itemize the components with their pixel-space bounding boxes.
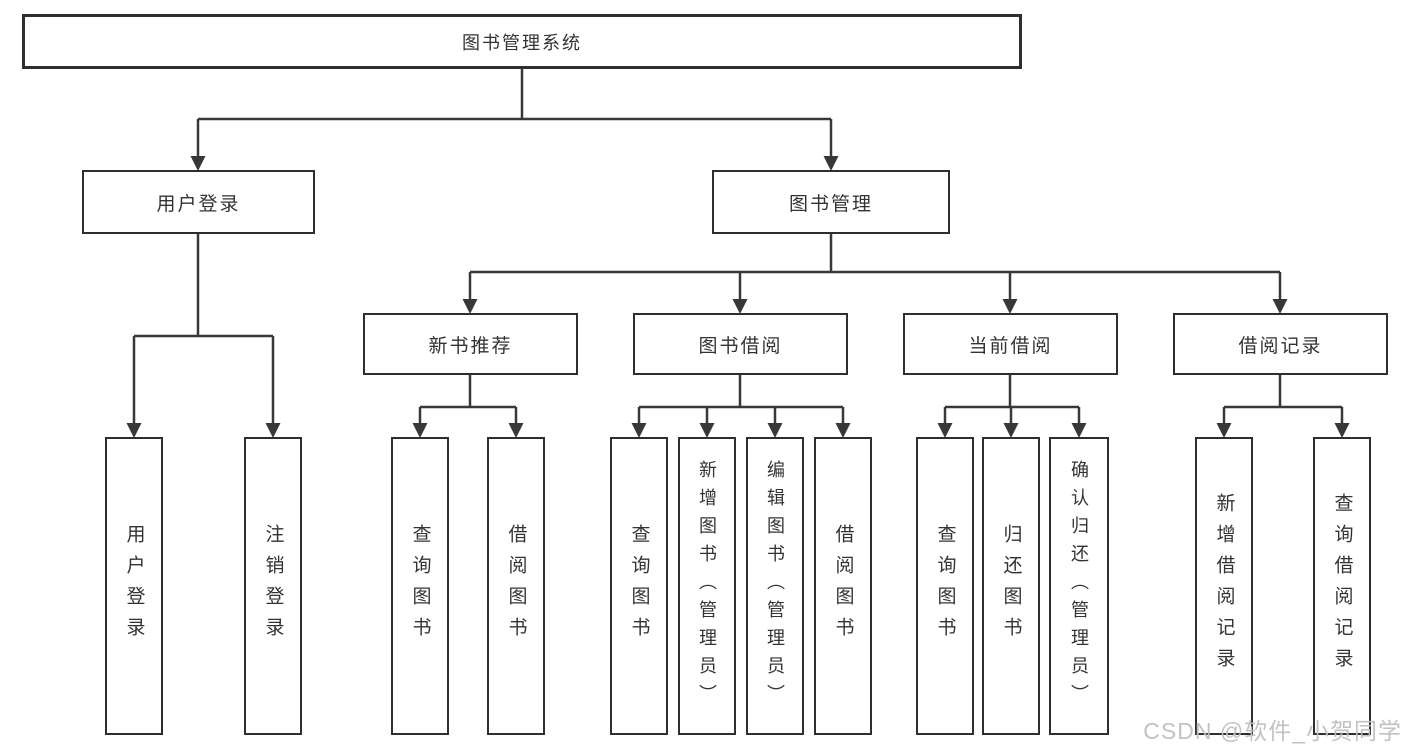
leaf-logout-label: 注销登录 (262, 524, 284, 648)
leaf-return-books: 归还图书 (982, 437, 1040, 735)
node-borrowing-records: 借阅记录 (1173, 313, 1388, 375)
node-library-management-system: 图书管理系统 (22, 14, 1022, 69)
leaf-query-books-recommend-label: 查询图书 (409, 524, 431, 648)
leaf-borrow-books-recommend-label: 借阅图书 (505, 524, 527, 648)
leaf-query-borrow-record: 查询借阅记录 (1313, 437, 1371, 735)
leaf-confirm-return-admin-label: 确认归还（管理员） (1069, 460, 1089, 712)
leaf-edit-books-admin-label: 编辑图书（管理员） (765, 460, 785, 712)
leaf-query-borrow-record-label: 查询借阅记录 (1331, 493, 1353, 679)
node-new-book-recommendation: 新书推荐 (363, 313, 578, 375)
node-book-borrowing: 图书借阅 (633, 313, 848, 375)
leaf-query-books-current-label: 查询图书 (934, 524, 956, 648)
leaf-borrow-books-borrow-label: 借阅图书 (832, 524, 854, 648)
leaf-user-login-label: 用户登录 (123, 524, 145, 648)
leaf-logout: 注销登录 (244, 437, 302, 735)
node-user-login: 用户登录 (82, 170, 315, 234)
leaf-query-books-borrow: 查询图书 (610, 437, 668, 735)
leaf-return-books-label: 归还图书 (1000, 524, 1022, 648)
node-book-management: 图书管理 (712, 170, 950, 234)
leaf-edit-books-admin: 编辑图书（管理员） (746, 437, 804, 735)
node-current-borrowing: 当前借阅 (903, 313, 1118, 375)
leaf-borrow-books-borrow: 借阅图书 (814, 437, 872, 735)
leaf-query-books-borrow-label: 查询图书 (628, 524, 650, 648)
leaf-add-books-admin-label: 新增图书（管理员） (697, 460, 717, 712)
leaf-query-books-recommend: 查询图书 (391, 437, 449, 735)
leaf-add-books-admin: 新增图书（管理员） (678, 437, 736, 735)
csdn-watermark: CSDN @软件_小贺同学 (1143, 718, 1402, 744)
leaf-user-login: 用户登录 (105, 437, 163, 735)
leaf-confirm-return-admin: 确认归还（管理员） (1049, 437, 1109, 735)
leaf-borrow-books-recommend: 借阅图书 (487, 437, 545, 735)
leaf-add-borrow-record-label: 新增借阅记录 (1213, 493, 1235, 679)
leaf-query-books-current: 查询图书 (916, 437, 974, 735)
leaf-add-borrow-record: 新增借阅记录 (1195, 437, 1253, 735)
